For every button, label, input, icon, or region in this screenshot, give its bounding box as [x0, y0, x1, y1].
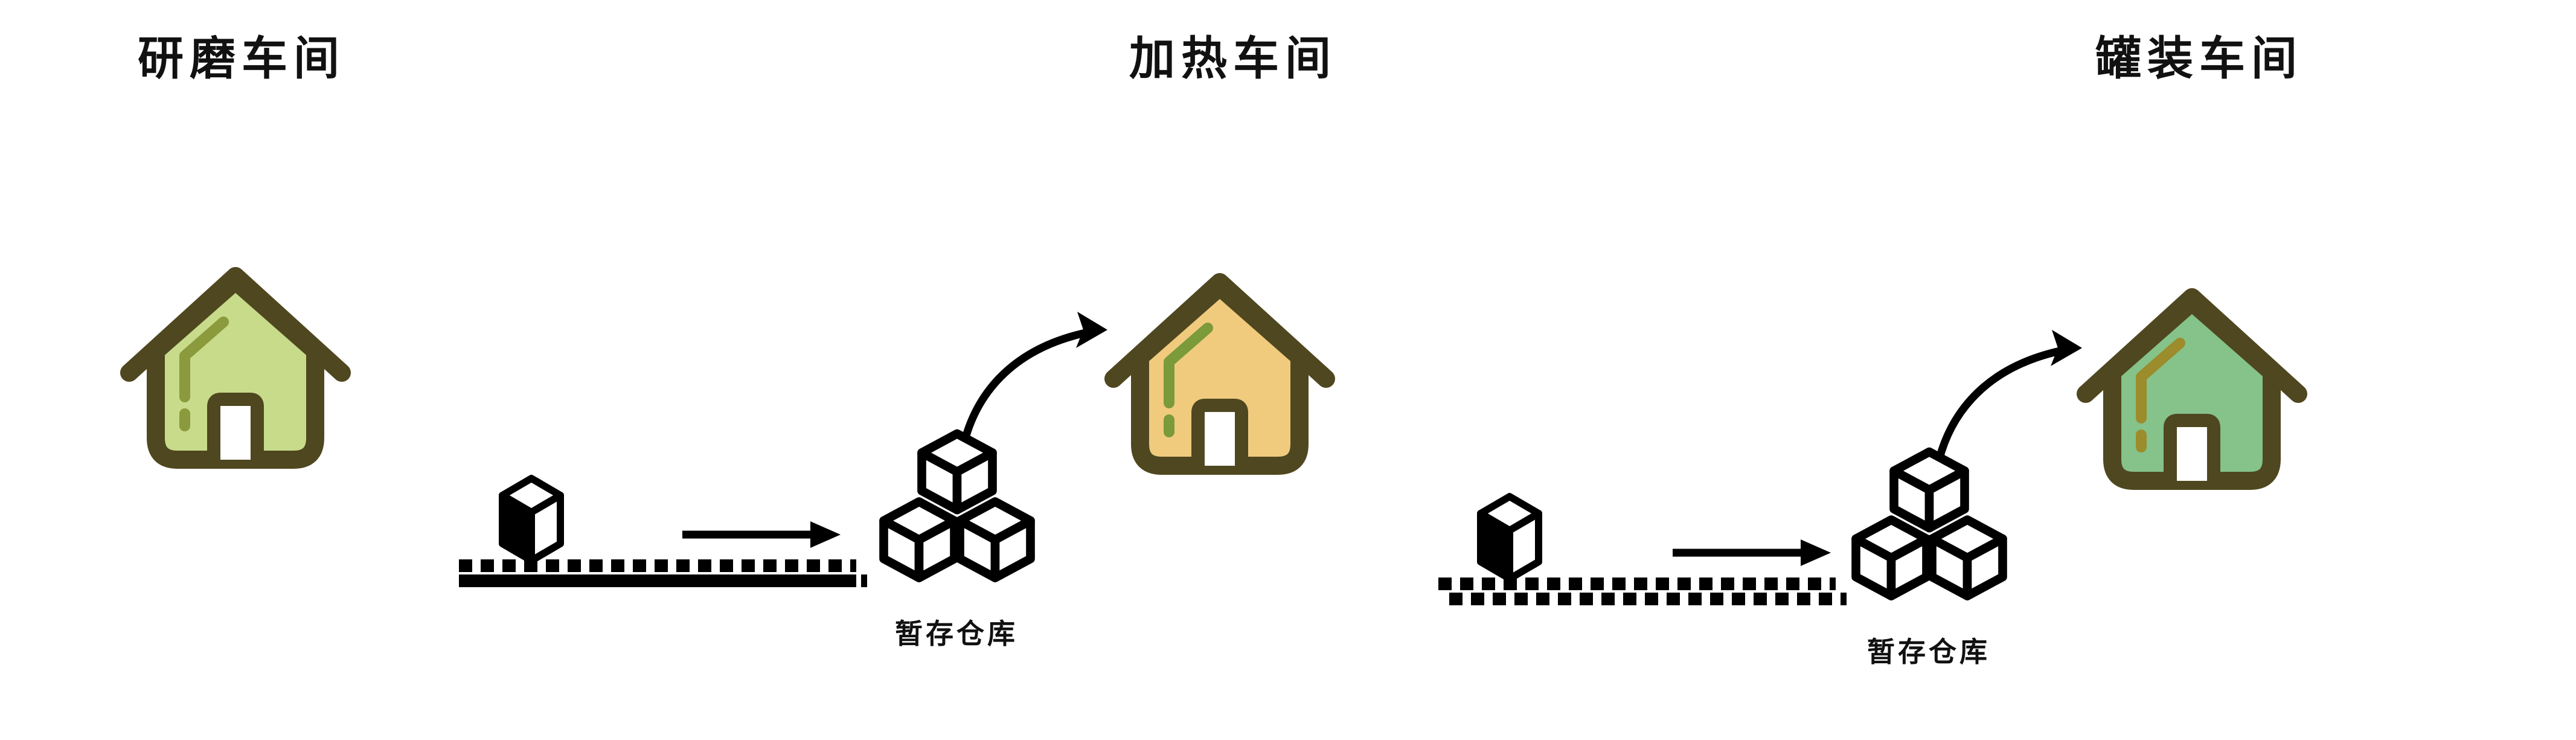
warehouse-label-1: 暂存仓库 — [895, 618, 1018, 649]
stage-title-grinding: 研磨车间 — [138, 33, 345, 85]
cube-icon-conveyor-2 — [1473, 489, 1546, 586]
stacked-boxes-icon-2 — [1848, 441, 2011, 604]
stacked-boxes-icon-1 — [876, 423, 1039, 586]
arrow-right-icon-1 — [682, 516, 845, 553]
stage-title-canning: 罐装车间 — [2095, 33, 2303, 85]
conveyor-belt-icon-1 — [459, 559, 876, 590]
conveyor-belt-icon-2 — [1438, 578, 1855, 608]
stage-title-heating: 加热车间 — [1129, 33, 1337, 85]
cube-icon-conveyor-1 — [495, 471, 568, 568]
house-icon-heating — [1099, 251, 1341, 492]
warehouse-label-2: 暂存仓库 — [1867, 636, 1990, 668]
arrow-right-icon-2 — [1673, 535, 1836, 571]
house-icon-grinding — [115, 245, 356, 486]
house-icon-canning — [2071, 266, 2313, 507]
